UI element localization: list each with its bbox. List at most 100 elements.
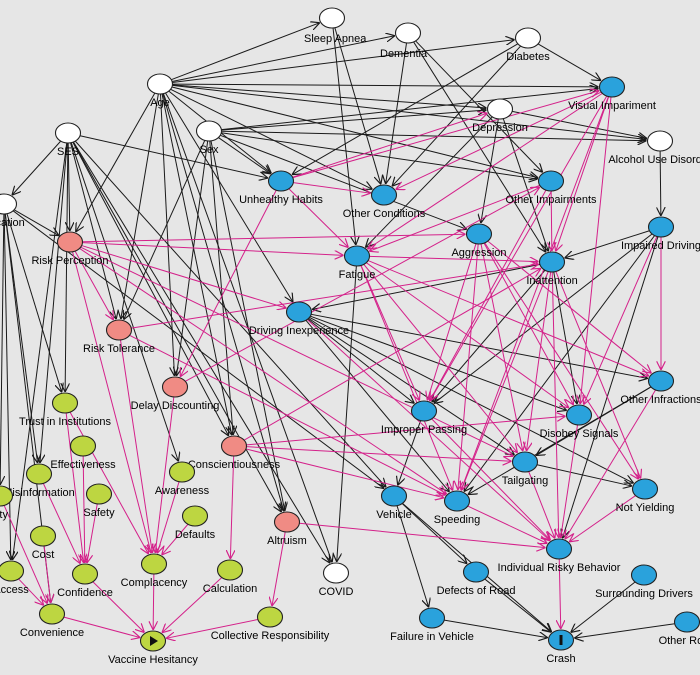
node-inattention[interactable]: Inattention [526, 251, 578, 287]
node-shape[interactable] [537, 170, 565, 192]
node-shape[interactable] [486, 98, 514, 120]
node-driving-inexperience[interactable]: Driving Inexperience [249, 301, 349, 337]
node-shape[interactable] [29, 525, 57, 547]
node-disobey-signals[interactable]: Disobey Signals [540, 404, 619, 440]
node-individual-risky[interactable]: Individual Risky Behavior [498, 538, 621, 574]
node-sex[interactable]: Sex [195, 120, 223, 156]
node-shape[interactable] [105, 319, 133, 341]
node-shape[interactable] [394, 22, 422, 44]
node-speeding[interactable]: Speeding [434, 490, 481, 526]
node-diabetes[interactable]: Diabetes [506, 27, 550, 63]
node-shape[interactable] [318, 7, 346, 29]
node-visual-impairment[interactable]: Visual Impariment [568, 76, 656, 112]
node-shape[interactable] [465, 223, 493, 245]
node-awareness[interactable]: Awareness [155, 461, 210, 497]
node-other-impairments[interactable]: Other Impairments [505, 170, 597, 206]
node-complacency[interactable]: Complacency [121, 553, 188, 589]
node-shape[interactable] [56, 231, 84, 253]
node-shape[interactable] [0, 193, 18, 215]
node-shape[interactable] [273, 511, 301, 533]
node-shape[interactable] [285, 301, 313, 323]
node-shape[interactable] [380, 485, 408, 507]
node-shape[interactable] [85, 483, 113, 505]
node-trust[interactable]: Trust in Institutions [19, 392, 111, 428]
node-shape[interactable] [267, 170, 295, 192]
node-shape[interactable] [545, 538, 573, 560]
node-shape[interactable] [630, 564, 658, 586]
node-shape[interactable] [565, 404, 593, 426]
node-vehicle[interactable]: Vehicle [376, 485, 412, 521]
node-access[interactable]: Access [0, 560, 29, 596]
node-shape[interactable] [514, 27, 542, 49]
node-fatigue[interactable]: Fatigue [339, 245, 376, 281]
node-shape[interactable] [370, 184, 398, 206]
node-risk-tolerance[interactable]: Risk Tolerance [83, 319, 155, 355]
node-sleep-apnea[interactable]: Sleep Apnea [304, 7, 367, 45]
node-shape[interactable] [51, 392, 79, 414]
node-shape[interactable] [418, 607, 446, 629]
node-availability[interactable]: ility [0, 485, 14, 521]
node-safety[interactable]: Safety [83, 483, 115, 519]
node-shape[interactable] [168, 461, 196, 483]
node-failure-vehicle[interactable]: Failure in Vehicle [390, 607, 474, 643]
node-conscientiousness[interactable]: Conscientiousness [188, 435, 281, 471]
node-unhealthy-habits[interactable]: Unhealthy Habits [239, 170, 323, 206]
node-not-yielding[interactable]: Not Yielding [616, 478, 675, 514]
node-shape[interactable] [343, 245, 371, 267]
node-shape[interactable] [0, 560, 25, 582]
node-shape[interactable] [646, 130, 674, 152]
node-defaults[interactable]: Defaults [175, 505, 216, 541]
node-shape[interactable] [54, 122, 82, 144]
node-altruism[interactable]: Altruism [267, 511, 307, 547]
node-shape[interactable] [69, 435, 97, 457]
node-confidence[interactable]: Confidence [57, 563, 113, 599]
node-alcohol[interactable]: Alcohol Use Disorder [608, 130, 700, 166]
node-shape[interactable] [511, 451, 539, 473]
node-other-conditions[interactable]: Other Conditions [343, 184, 426, 220]
node-shape[interactable] [256, 606, 284, 628]
node-impaired-driving[interactable]: Impaired Driving [621, 216, 700, 252]
node-shape[interactable] [538, 251, 566, 273]
node-defects-road[interactable]: Defects of Road [437, 561, 516, 597]
node-shape[interactable] [161, 376, 189, 398]
node-shape[interactable] [220, 435, 248, 457]
node-shape[interactable] [647, 370, 675, 392]
node-aggression[interactable]: Aggression [451, 223, 507, 259]
node-shape[interactable] [598, 76, 626, 98]
node-shape[interactable] [216, 559, 244, 581]
node-shape[interactable] [146, 73, 174, 95]
node-collective-responsibility[interactable]: Collective Responsibility [211, 606, 330, 642]
node-effectiveness[interactable]: Effectiveness [50, 435, 116, 471]
node-convenience[interactable]: Convenience [20, 603, 84, 639]
node-vaccine-hesitancy[interactable]: Vaccine Hesitancy [108, 630, 198, 666]
node-shape[interactable] [410, 400, 438, 422]
node-other-infractions[interactable]: Other Infractions [620, 370, 700, 406]
node-shape[interactable] [647, 216, 675, 238]
node-shape[interactable] [462, 561, 490, 583]
node-location[interactable]: Location [0, 193, 25, 229]
node-age[interactable]: Age [146, 73, 174, 109]
node-shape[interactable] [181, 505, 209, 527]
node-covid[interactable]: COVID [319, 562, 354, 598]
node-shape[interactable] [71, 563, 99, 585]
node-delay-discounting[interactable]: Delay Discounting [131, 376, 220, 412]
node-shape[interactable] [25, 463, 53, 485]
node-depression[interactable]: Depression [472, 98, 528, 134]
node-risk-perception[interactable]: Risk Perception [31, 231, 109, 267]
node-misinformation[interactable]: Misinformation [3, 463, 75, 499]
node-calculation[interactable]: Calculation [203, 559, 257, 595]
node-improper-passing[interactable]: Improper Passing [381, 400, 467, 436]
node-shape[interactable] [631, 478, 659, 500]
node-crash[interactable]: Crash [546, 629, 576, 665]
node-shape[interactable] [195, 120, 223, 142]
node-shape[interactable] [673, 611, 700, 633]
node-shape[interactable] [0, 485, 14, 507]
node-dementia[interactable]: Dementia [380, 22, 428, 60]
node-cost[interactable]: Cost [29, 525, 57, 561]
node-tailgating[interactable]: Tailgating [502, 451, 548, 487]
node-surrounding-drivers[interactable]: Surrounding Drivers [595, 564, 693, 600]
node-shape[interactable] [322, 562, 350, 584]
node-ses[interactable]: SES [54, 122, 82, 158]
node-shape[interactable] [443, 490, 471, 512]
node-other-road[interactable]: Other Road [659, 611, 700, 647]
